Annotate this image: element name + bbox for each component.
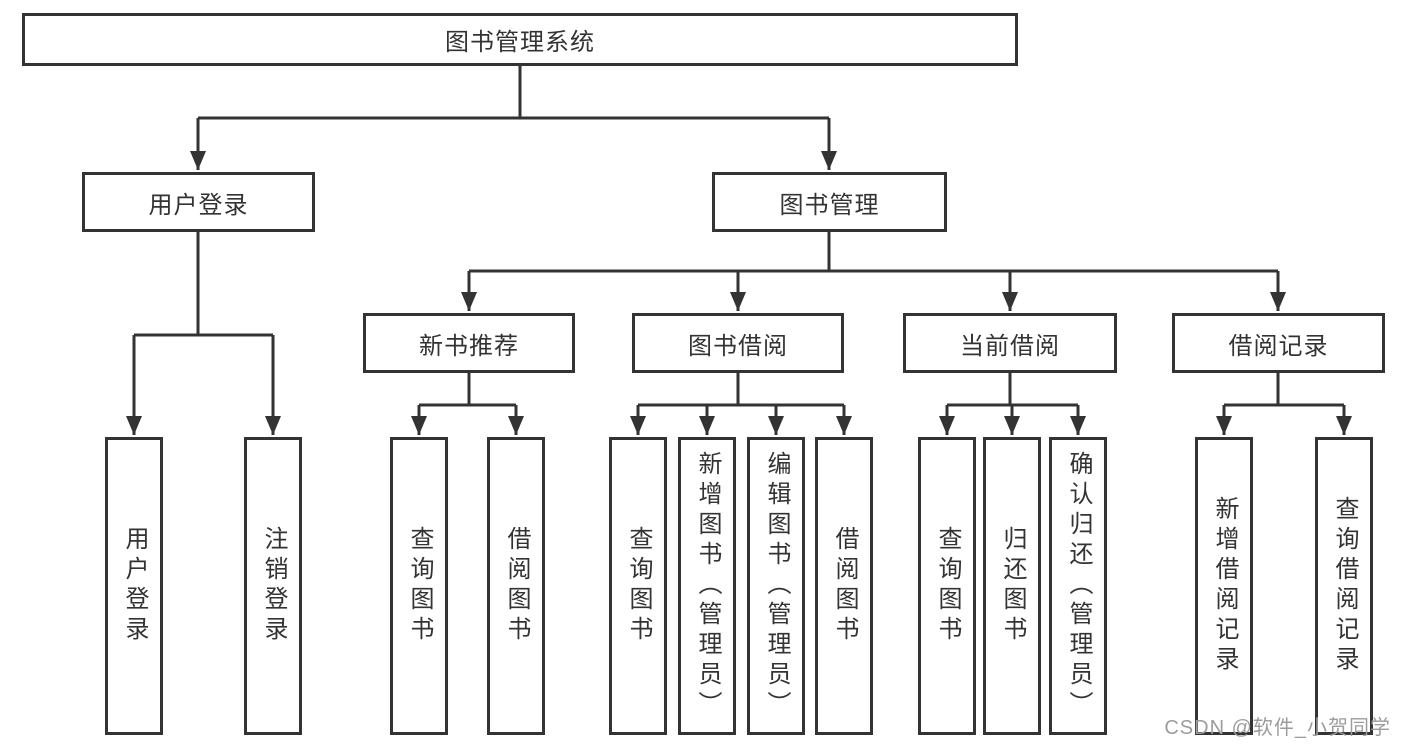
node-label: 当前借阅 <box>960 332 1060 360</box>
node-label: 借阅图书 <box>503 526 530 646</box>
leaf-borrow-books-recommend: 借阅图书 <box>487 437 545 735</box>
node-label: 借阅图书 <box>831 526 858 646</box>
node-label: 用户登录 <box>121 526 148 646</box>
node-label: 查询图书 <box>625 526 652 646</box>
node-label: 新增借阅记录 <box>1211 496 1238 676</box>
connector-current-borrow-children <box>939 373 1086 435</box>
connector-user-login-children <box>126 232 281 435</box>
node-label: 查询图书 <box>406 526 433 646</box>
node-label: 图书管理系统 <box>445 29 595 56</box>
connector-new-book-children <box>411 373 524 435</box>
csdn-watermark: CSDN @软件_小贺同学 <box>1164 717 1391 739</box>
leaf-edit-book-admin: 编辑图书（管理员） <box>747 437 805 735</box>
connector-records-children <box>1216 373 1352 435</box>
node-label: 注销登录 <box>260 526 287 646</box>
node-label: 归还图书 <box>999 526 1026 646</box>
leaf-add-book-admin: 新增图书（管理员） <box>678 437 736 735</box>
leaf-query-books-current: 查询图书 <box>918 437 976 735</box>
leaf-return-book: 归还图书 <box>983 437 1041 735</box>
connector-book-management-children <box>461 232 1286 311</box>
node-book-management: 图书管理 <box>712 172 947 232</box>
node-label: 编辑图书（管理员） <box>763 451 790 721</box>
leaf-query-books-borrowing: 查询图书 <box>609 437 667 735</box>
leaf-query-books-recommend: 查询图书 <box>390 437 448 735</box>
node-label: 新增图书（管理员） <box>694 451 721 721</box>
node-book-borrowing: 图书借阅 <box>632 313 844 373</box>
node-label: 查询借阅记录 <box>1331 496 1358 676</box>
node-label: 新书推荐 <box>419 332 519 360</box>
node-borrow-records: 借阅记录 <box>1172 313 1385 373</box>
leaf-borrow-books-borrowing: 借阅图书 <box>815 437 873 735</box>
leaf-logout: 注销登录 <box>244 437 302 735</box>
node-library-management-system: 图书管理系统 <box>22 13 1018 66</box>
leaf-add-borrow-record: 新增借阅记录 <box>1195 437 1253 735</box>
connector-root-to-level2 <box>190 66 837 170</box>
node-label: 用户登录 <box>148 191 249 219</box>
leaf-confirm-return-admin: 确认归还（管理员） <box>1049 437 1107 735</box>
node-current-borrowing: 当前借阅 <box>903 313 1117 373</box>
leaf-query-borrow-record: 查询借阅记录 <box>1315 437 1373 735</box>
leaf-user-login: 用户登录 <box>105 437 163 735</box>
node-label: 查询图书 <box>934 526 961 646</box>
node-new-book-recommend: 新书推荐 <box>363 313 575 373</box>
node-label: 确认归还（管理员） <box>1065 451 1092 721</box>
node-label: 借阅记录 <box>1228 332 1329 360</box>
node-label: 图书管理 <box>779 191 880 219</box>
node-label: 图书借阅 <box>688 332 788 360</box>
connector-book-borrow-children <box>630 373 852 435</box>
node-user-login: 用户登录 <box>82 172 315 232</box>
